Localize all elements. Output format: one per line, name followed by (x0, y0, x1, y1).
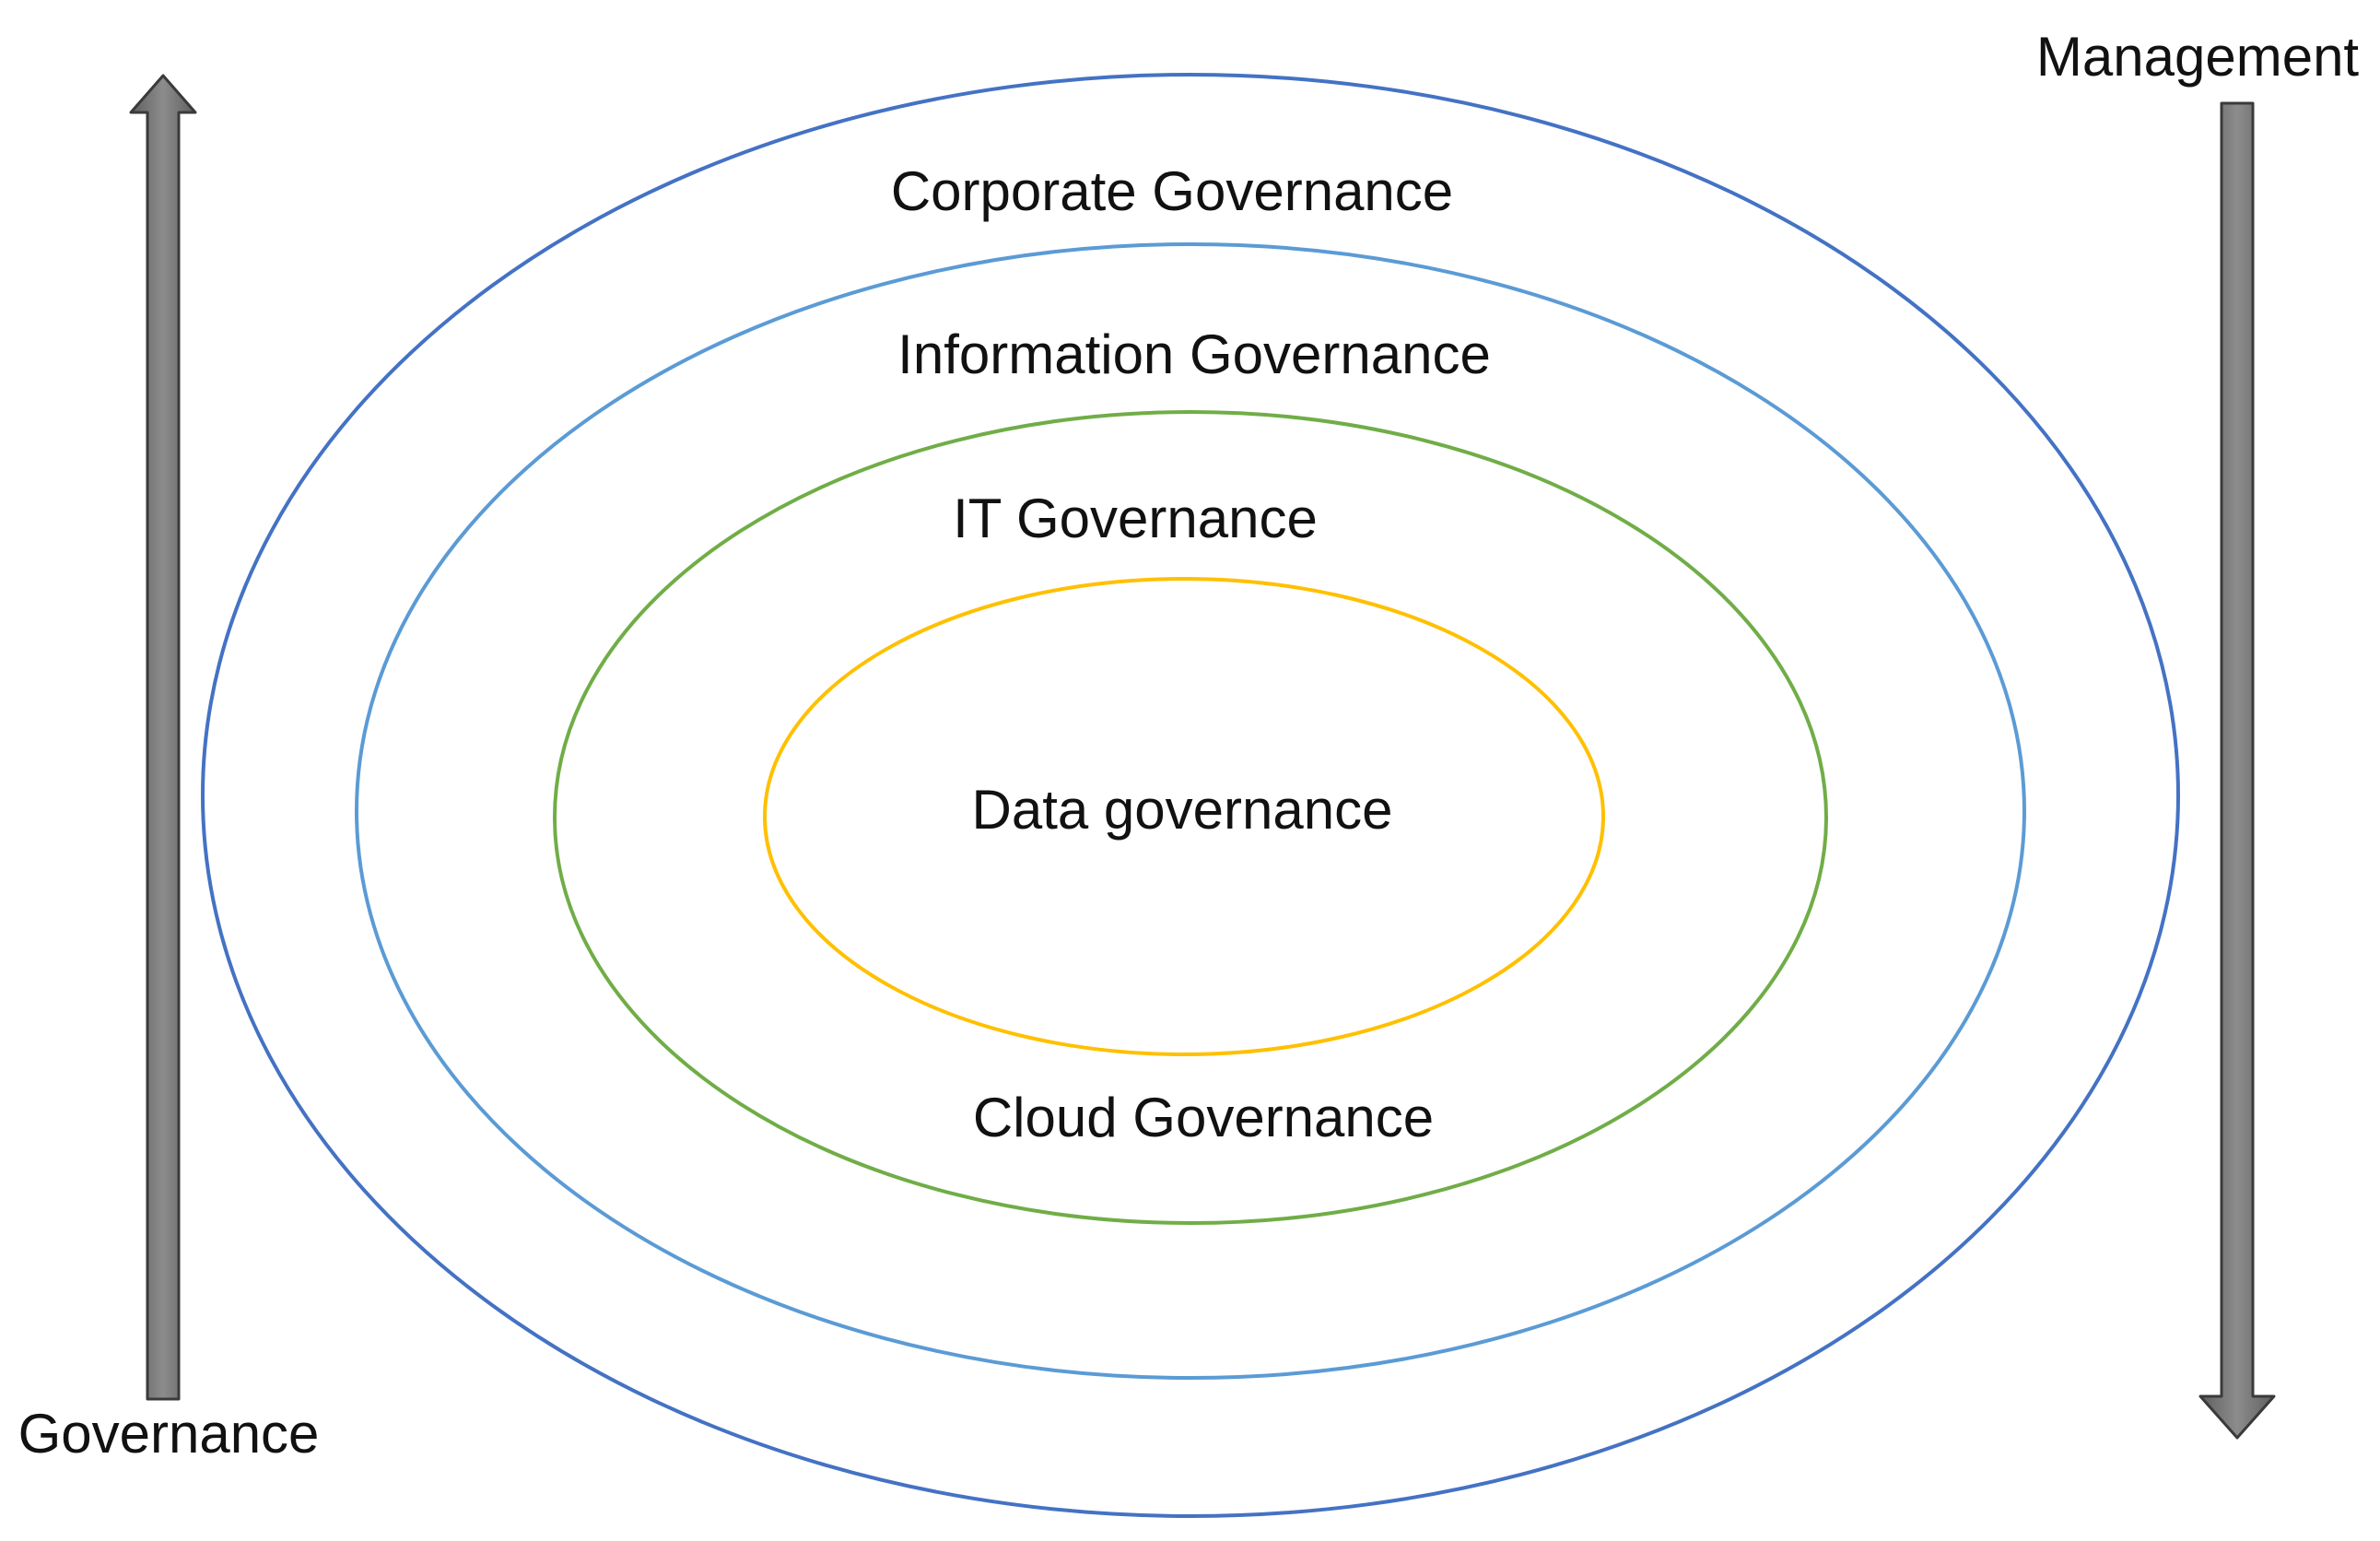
label-data-governance: Data governance (972, 779, 1393, 841)
label-it-governance: IT Governance (953, 488, 1318, 549)
label-corporate-governance: Corporate Governance (891, 160, 1453, 222)
label-information-governance: Information Governance (897, 323, 1491, 385)
label-cloud-governance: Cloud Governance (973, 1087, 1434, 1148)
ring-data-governance (763, 577, 1605, 1056)
ring-information-governance (355, 242, 2026, 1380)
management-arrow (2198, 101, 2276, 1440)
governance-arrow (129, 74, 197, 1401)
ring-corporate-governance (201, 73, 2180, 1518)
management-arrow-label: Management (2036, 26, 2360, 88)
governance-arrow-label: Governance (18, 1403, 320, 1465)
ring-it-governance (553, 410, 1828, 1225)
